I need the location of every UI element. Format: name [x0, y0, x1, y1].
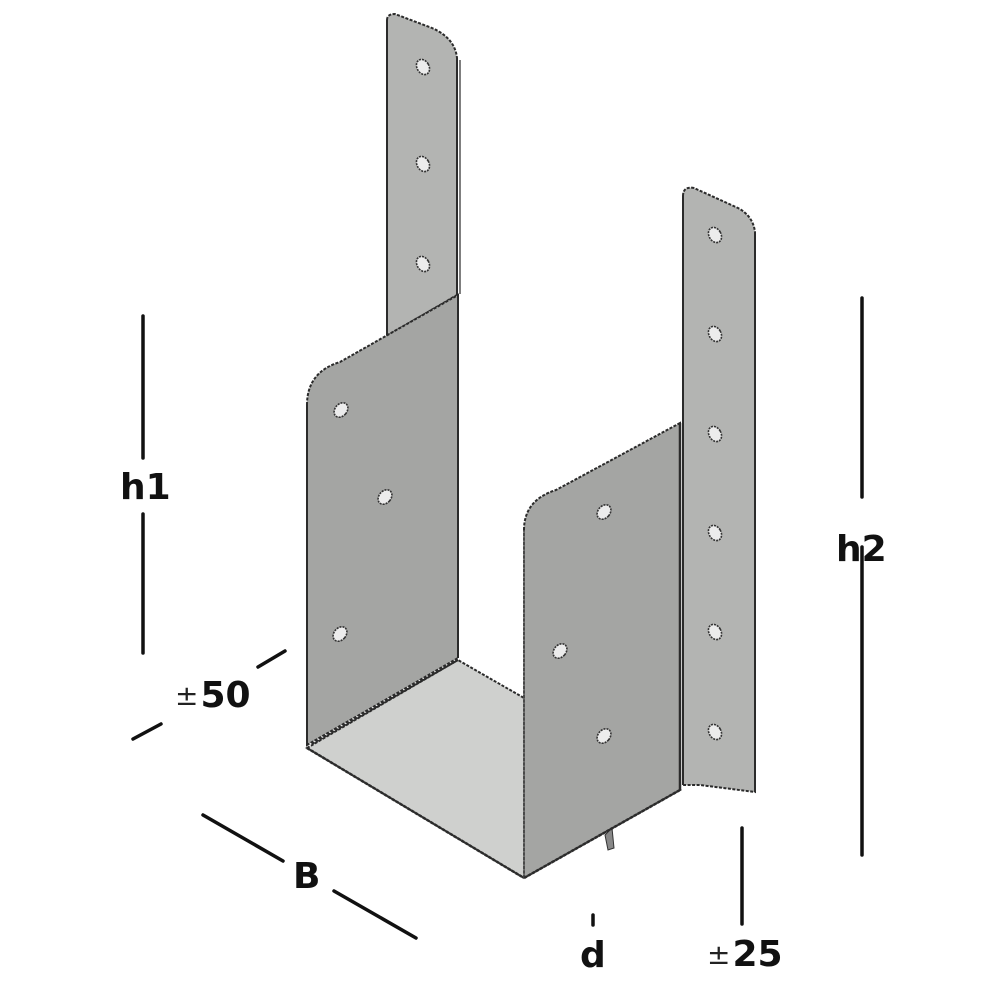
hole-icon	[415, 255, 431, 273]
right-upper-strip	[682, 186, 756, 794]
h1-label: h1	[120, 467, 171, 508]
right-panel-holes	[552, 503, 612, 745]
hole-icon	[707, 325, 723, 343]
right-strip-holes	[707, 226, 723, 741]
hole-icon	[596, 727, 612, 745]
B-dim-line-upper	[201, 813, 285, 863]
hole-icon	[415, 58, 431, 76]
hole-icon	[707, 425, 723, 443]
hole-icon	[415, 155, 431, 173]
right-side-panel	[523, 421, 682, 880]
hole-icon	[332, 625, 348, 643]
dimension-lines	[131, 296, 864, 940]
hole-icon	[552, 642, 568, 660]
left-panel-holes	[332, 401, 393, 643]
hole-icon	[333, 401, 349, 419]
thickness-d-label: d	[580, 935, 606, 976]
left-strip-holes	[415, 58, 431, 273]
h2-label: h2	[836, 529, 887, 570]
hole-icon	[596, 503, 612, 521]
offset-25-label: ±25	[707, 937, 783, 973]
offset-25-value: 25	[732, 934, 783, 975]
B-dim-line-lower	[332, 889, 418, 940]
plus-minus-sign: ±	[175, 679, 199, 712]
offset50-dim-line-lower	[131, 722, 163, 741]
hole-icon	[707, 226, 723, 244]
plus-minus-sign: ±	[707, 938, 731, 971]
hole-icon	[707, 524, 723, 542]
width-B-label: B	[293, 856, 321, 897]
offset-50-label: ±50	[175, 678, 251, 714]
hole-icon	[377, 488, 393, 506]
offset-50-value: 50	[200, 675, 251, 716]
hole-icon	[707, 623, 723, 641]
left-upper-strip	[386, 12, 461, 338]
offset50-dim-line-upper	[256, 649, 287, 669]
hole-icon	[707, 723, 723, 741]
